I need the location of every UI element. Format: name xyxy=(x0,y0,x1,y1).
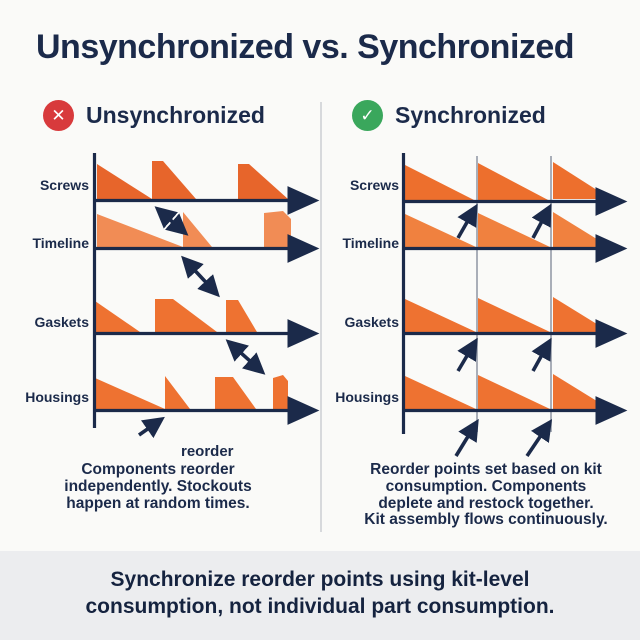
unsync-caption-line: independently. Stockouts xyxy=(64,477,252,495)
check-circle-icon: ✓ xyxy=(352,99,383,131)
unsync-row-label-screws: Screws xyxy=(39,177,89,193)
sync-row-label-gaskets: Gaskets xyxy=(344,314,399,330)
unsync-axes xyxy=(92,153,320,428)
unsync-mismatch-arrows xyxy=(154,206,266,375)
sync-housings-sawtooth xyxy=(405,374,604,409)
sync-timeline-sawtooth xyxy=(405,212,604,247)
sync-screws-sawtooth xyxy=(405,162,605,201)
footer-line: Synchronize reorder points using kit-lev… xyxy=(110,568,530,591)
footer-banner: Synchronize reorder points using kit-lev… xyxy=(0,551,640,640)
panel-divider xyxy=(320,102,322,532)
sync-row-label-screws: Screws xyxy=(349,177,399,193)
footer-line: consumption, not individual part consump… xyxy=(85,594,555,618)
reorder-annotation: reorder xyxy=(181,443,234,460)
unsync-row-label-gaskets: Gaskets xyxy=(34,314,89,330)
unsync-screws-sawtooth xyxy=(97,161,288,199)
unsync-row-label-timeline: Timeline xyxy=(32,235,89,251)
unsync-housings-sawtooth xyxy=(95,375,288,409)
unsync-header: ✕ Unsynchronized xyxy=(43,99,265,131)
sync-caption-line: Kit assembly flows continuously. xyxy=(364,511,608,529)
unsync-timeline-sawtooth xyxy=(97,211,291,247)
sync-aligned-arrows xyxy=(454,203,553,458)
sync-row-label-housings: Housings xyxy=(335,389,399,405)
x-glyph: ✕ xyxy=(51,105,66,125)
sync-caption: Reorder points set based on kit consumpt… xyxy=(352,461,620,529)
sync-heading: Synchronized xyxy=(395,101,546,128)
sync-row-label-timeline: Timeline xyxy=(342,235,399,251)
sync-axes xyxy=(401,153,628,434)
unsync-heading: Unsynchronized xyxy=(86,101,265,128)
unsync-row-label-housings: Housings xyxy=(25,389,89,405)
unsync-caption-line: Components reorder xyxy=(81,461,235,478)
page-title: Unsynchronized vs. Synchronized xyxy=(36,28,575,66)
x-circle-icon: ✕ xyxy=(43,99,74,131)
unsync-gaskets-sawtooth xyxy=(95,299,257,332)
unsync-caption-line: happen at random times. xyxy=(66,494,250,512)
sync-gaskets-sawtooth xyxy=(405,297,604,332)
sync-caption-line: Reorder points set based on kit xyxy=(370,461,602,478)
sync-header: ✓ Synchronized xyxy=(352,99,546,131)
check-glyph: ✓ xyxy=(360,105,375,125)
unsync-caption: Components reorder independently. Stocko… xyxy=(48,461,268,512)
unsync-reorder-arrow xyxy=(137,416,165,439)
sync-caption-line: consumption. Components xyxy=(385,477,587,495)
sync-caption-line: deplete and restock together. xyxy=(378,494,594,512)
